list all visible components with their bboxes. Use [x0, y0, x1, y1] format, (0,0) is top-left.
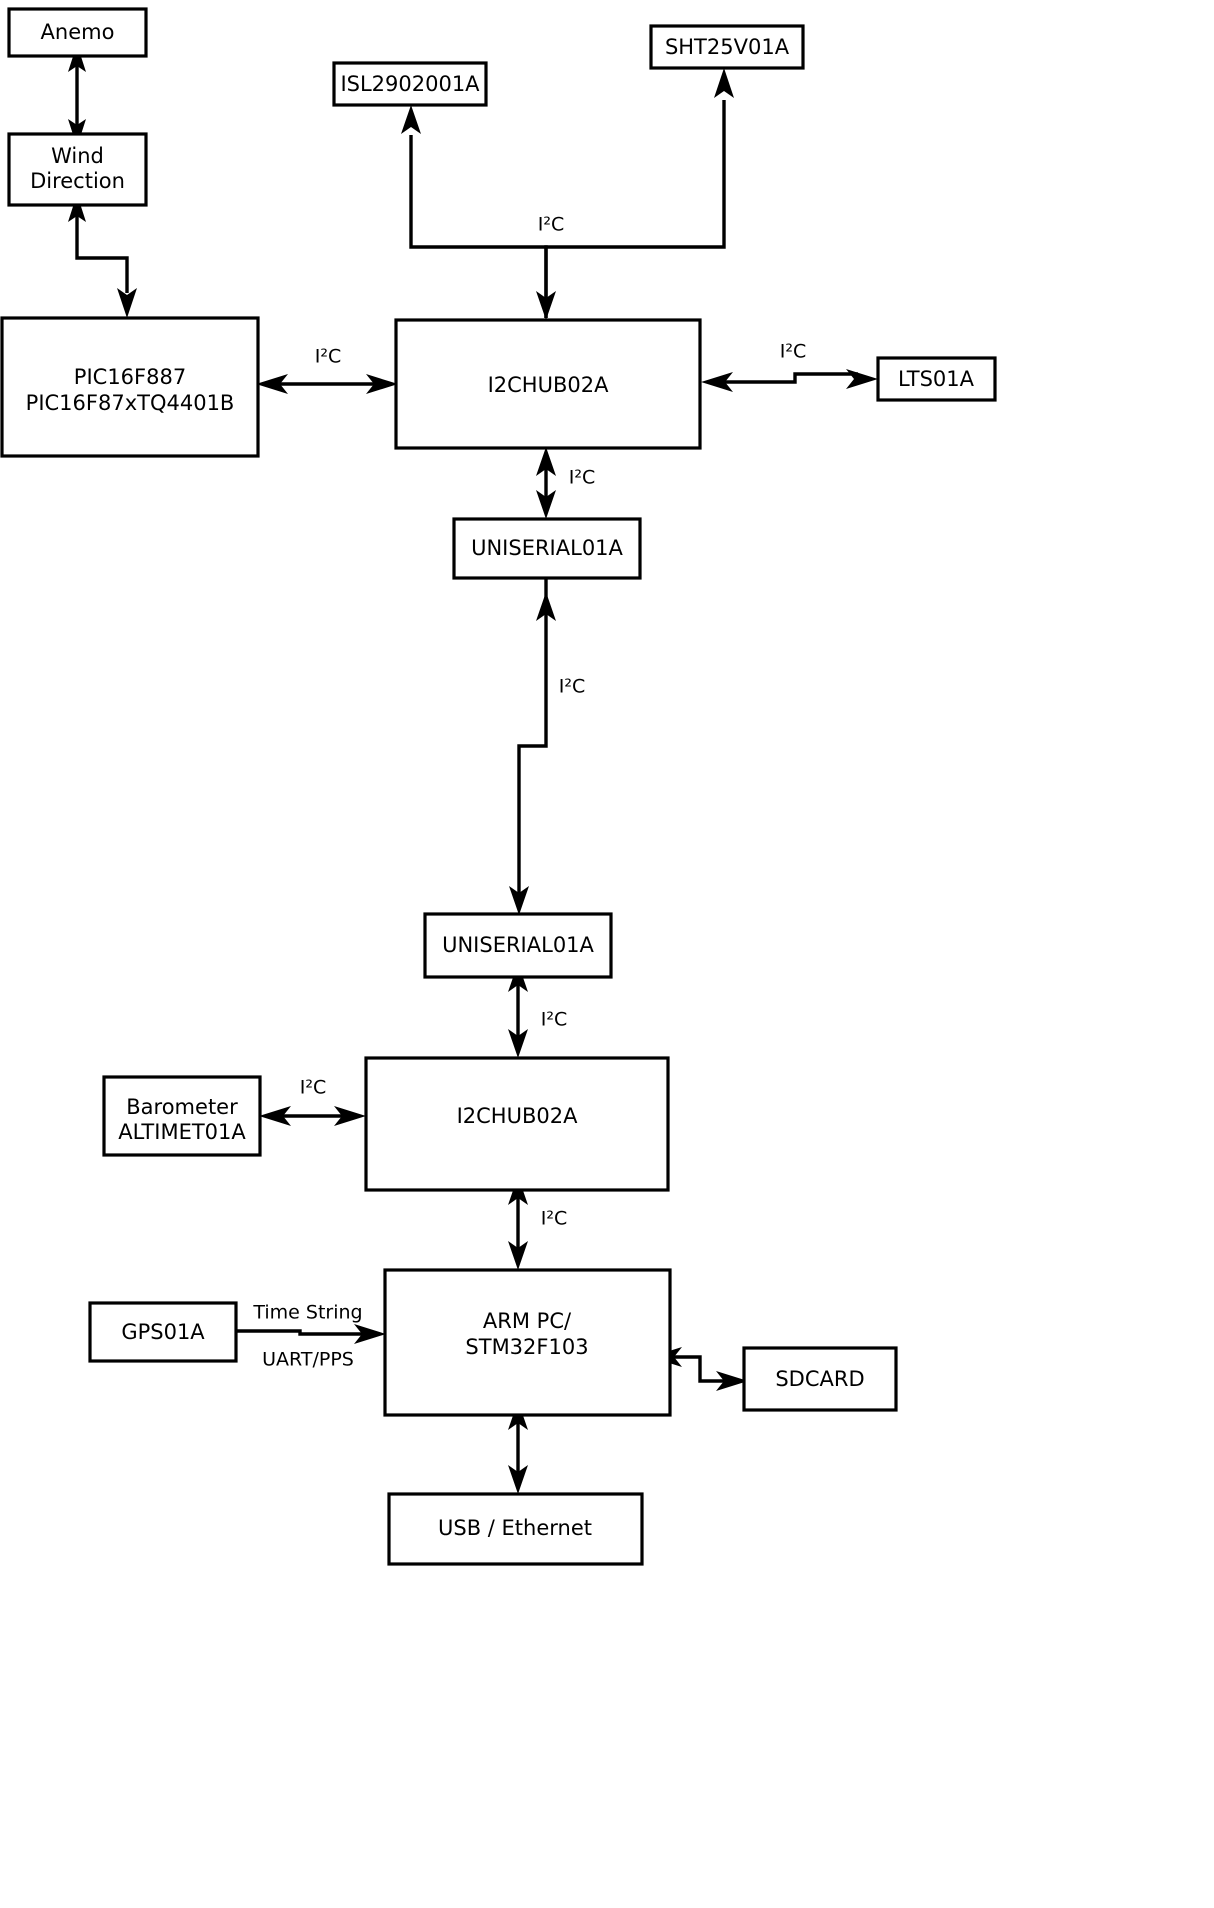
node-pic16f887[interactable]: PIC16F887 PIC16F87xTQ4401B	[0, 316, 260, 458]
edge-label-i2c-hub-isl: I²C	[538, 214, 565, 236]
edge-gps-to-arm	[236, 1324, 386, 1344]
arrow-left-head	[701, 372, 733, 392]
node-sht25v01a-label: SHT25V01A	[665, 35, 790, 59]
arrow-right-head	[716, 1371, 748, 1391]
node-usb-ethernet[interactable]: USB / Ethernet	[387, 1492, 644, 1566]
node-i2chub02a-bottom-label: I2CHUB02A	[457, 1104, 579, 1128]
edge-hub-top-to-isl	[401, 105, 548, 318]
node-anemo[interactable]: Anemo	[7, 7, 148, 58]
node-gps01a-label: GPS01A	[121, 1320, 205, 1344]
arrow-up-head	[714, 68, 734, 98]
arrow-up-head	[401, 105, 421, 134]
arrow-up-head	[536, 447, 556, 476]
edge-pic-to-hub-top	[256, 374, 398, 394]
node-arm-pc[interactable]: ARM PC/ STM32F103	[383, 1268, 672, 1417]
arrow-down-head	[536, 291, 556, 320]
edge-label-i2c-hub-arm: I²C	[541, 1208, 568, 1230]
node-isl2902001a[interactable]: ISL2902001A	[332, 61, 488, 107]
node-uniserial01a-bottom[interactable]: UNISERIAL01A	[423, 912, 613, 979]
node-uniserial01a-top[interactable]: UNISERIAL01A	[452, 517, 642, 580]
node-arm-pc-label-line1: ARM PC/	[483, 1309, 572, 1333]
node-wind-direction-label-line1: Wind	[51, 144, 104, 168]
node-isl2902001a-label: ISL2902001A	[340, 72, 480, 96]
node-uniserial01a-top-label: UNISERIAL01A	[471, 536, 623, 560]
arrow-down-head	[508, 1241, 528, 1270]
node-pic16f887-label-line2: PIC16F87xTQ4401B	[26, 391, 235, 415]
arrow-right-head	[846, 369, 878, 389]
arrow-right-head	[366, 374, 398, 394]
edge-label-i2c-pic-hub: I²C	[315, 346, 342, 368]
edge-hub-top-to-uniserial-top	[536, 447, 556, 519]
arrow-down-head	[536, 490, 556, 519]
edge-hub-top-to-sht	[536, 68, 734, 320]
node-barometer-label-line2: ALTIMET01A	[118, 1120, 246, 1144]
node-wind-direction[interactable]: Wind Direction	[7, 132, 148, 207]
node-i2chub02a-top[interactable]: I2CHUB02A	[394, 318, 702, 450]
arrow-right-head	[354, 1324, 386, 1344]
edge-pic-to-wind	[68, 194, 137, 318]
edge-hub-top-to-lts	[701, 369, 878, 392]
arrow-down-head	[509, 886, 529, 915]
arrow-up-head	[68, 44, 86, 72]
edge-barometer-to-hub-bot	[259, 1106, 366, 1126]
edge-label-i2c-hub-uniserial: I²C	[569, 467, 596, 489]
edge-label-i2c-uniserial-hub: I²C	[541, 1009, 568, 1031]
arrow-right-head	[334, 1106, 366, 1126]
node-lts01a[interactable]: LTS01A	[876, 356, 997, 402]
arrow-down-head	[508, 1029, 528, 1058]
edge-label-i2c-hub-lts: I²C	[780, 341, 807, 363]
edge-label-uart-pps: UART/PPS	[262, 1349, 354, 1371]
arrow-up-head	[536, 592, 556, 621]
node-barometer-label-line1: Barometer	[126, 1095, 238, 1119]
arrow-down-head	[508, 1465, 528, 1494]
node-sdcard-label: SDCARD	[775, 1367, 864, 1391]
node-gps01a[interactable]: GPS01A	[88, 1301, 238, 1363]
edge-uniserial-top-to-uniserial-bot	[509, 578, 556, 915]
node-usb-ethernet-label: USB / Ethernet	[438, 1516, 592, 1540]
node-anemo-label: Anemo	[41, 20, 115, 44]
node-wind-direction-label-line2: Direction	[30, 169, 125, 193]
node-arm-pc-label-line2: STM32F103	[465, 1335, 588, 1359]
node-barometer-altimet01a[interactable]: Barometer ALTIMET01A	[102, 1075, 262, 1157]
arrow-left-head	[256, 374, 288, 394]
arrow-left-head	[259, 1106, 291, 1126]
node-sht25v01a[interactable]: SHT25V01A	[649, 24, 805, 70]
arrow-up-head	[68, 194, 86, 222]
node-i2chub02a-top-label: I2CHUB02A	[488, 373, 610, 397]
node-i2chub02a-bottom[interactable]: I2CHUB02A	[364, 1056, 670, 1192]
arrow-down-head	[117, 288, 137, 318]
node-lts01a-label: LTS01A	[898, 367, 975, 391]
edge-wind-to-anemo	[68, 44, 86, 147]
edge-label-time-string: Time String	[252, 1302, 362, 1324]
edge-label-i2c-barometer-hub: I²C	[300, 1077, 327, 1099]
node-uniserial01a-bottom-label: UNISERIAL01A	[442, 933, 594, 957]
node-sdcard[interactable]: SDCARD	[742, 1346, 898, 1412]
edge-label-i2c-uniserial-uniserial: I²C	[559, 676, 586, 698]
node-pic16f887-label-line1: PIC16F887	[74, 365, 186, 389]
